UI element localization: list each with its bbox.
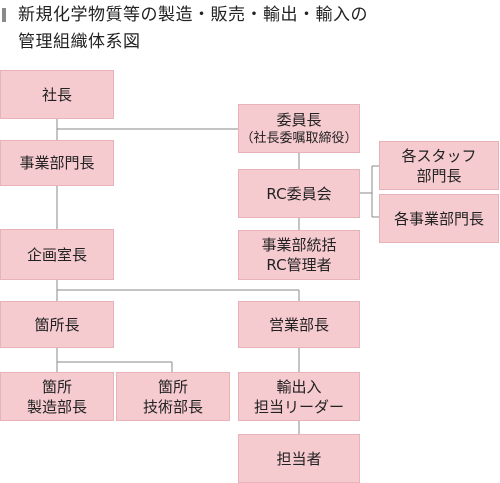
node-division-heads-label: 各事業部門長	[393, 209, 484, 228]
node-site-tech: 箇所 技術部長	[116, 372, 230, 421]
node-import-export-line1: 輸出入	[276, 377, 322, 396]
node-site-head-label: 箇所長	[34, 315, 80, 334]
title-accent-bar	[2, 8, 6, 22]
node-rc-committee-label: RC委員会	[266, 184, 332, 203]
node-president: 社長	[0, 70, 114, 119]
diagram-title: 新規化学物質等の製造・販売・輸出・輸入の 管理組織体系図	[18, 2, 488, 56]
node-committee-chair-line2: （社長委嘱取締役）	[240, 131, 358, 146]
node-rc-manager-line2: RC管理者	[266, 256, 332, 274]
diagram-title-line1: 新規化学物質等の製造・販売・輸出・輸入の	[18, 5, 368, 25]
node-staff-heads-line2: 部門長	[416, 166, 462, 185]
node-committee-chair: 委員長 （社長委嘱取締役）	[238, 104, 360, 153]
node-division-head: 事業部門長	[0, 140, 114, 186]
node-president-label: 社長	[41, 85, 72, 104]
node-staff-heads-line1: 各スタッフ	[401, 146, 477, 165]
node-planning-head: 企画室長	[0, 229, 114, 280]
node-staff-heads: 各スタッフ 部門長	[379, 141, 499, 190]
node-planning-head-label: 企画室長	[26, 245, 87, 264]
node-import-export-line2: 担当リーダー	[253, 397, 344, 416]
node-person-in-charge-label: 担当者	[276, 449, 322, 468]
node-site-tech-line2: 技術部長	[142, 397, 203, 416]
diagram-title-line2: 管理組織体系図	[18, 32, 141, 52]
node-site-head: 箇所長	[0, 301, 114, 348]
node-rc-manager: 事業部統括 RC管理者	[238, 230, 360, 280]
node-site-mfg: 箇所 製造部長	[0, 372, 114, 421]
node-rc-committee: RC委員会	[238, 169, 360, 218]
node-site-mfg-line1: 箇所	[41, 377, 72, 396]
node-division-heads: 各事業部門長	[379, 194, 499, 243]
node-division-head-label: 事業部門長	[19, 154, 95, 172]
node-committee-chair-line1: 委員長	[276, 111, 322, 129]
node-sales-head-label: 営業部長	[268, 315, 329, 334]
node-import-export-leader: 輸出入 担当リーダー	[238, 372, 360, 421]
node-sales-head: 営業部長	[238, 301, 360, 348]
node-rc-manager-line1: 事業部統括	[261, 236, 337, 254]
node-person-in-charge: 担当者	[238, 434, 360, 483]
node-site-tech-line1: 箇所	[157, 377, 188, 396]
node-site-mfg-line2: 製造部長	[26, 397, 87, 416]
